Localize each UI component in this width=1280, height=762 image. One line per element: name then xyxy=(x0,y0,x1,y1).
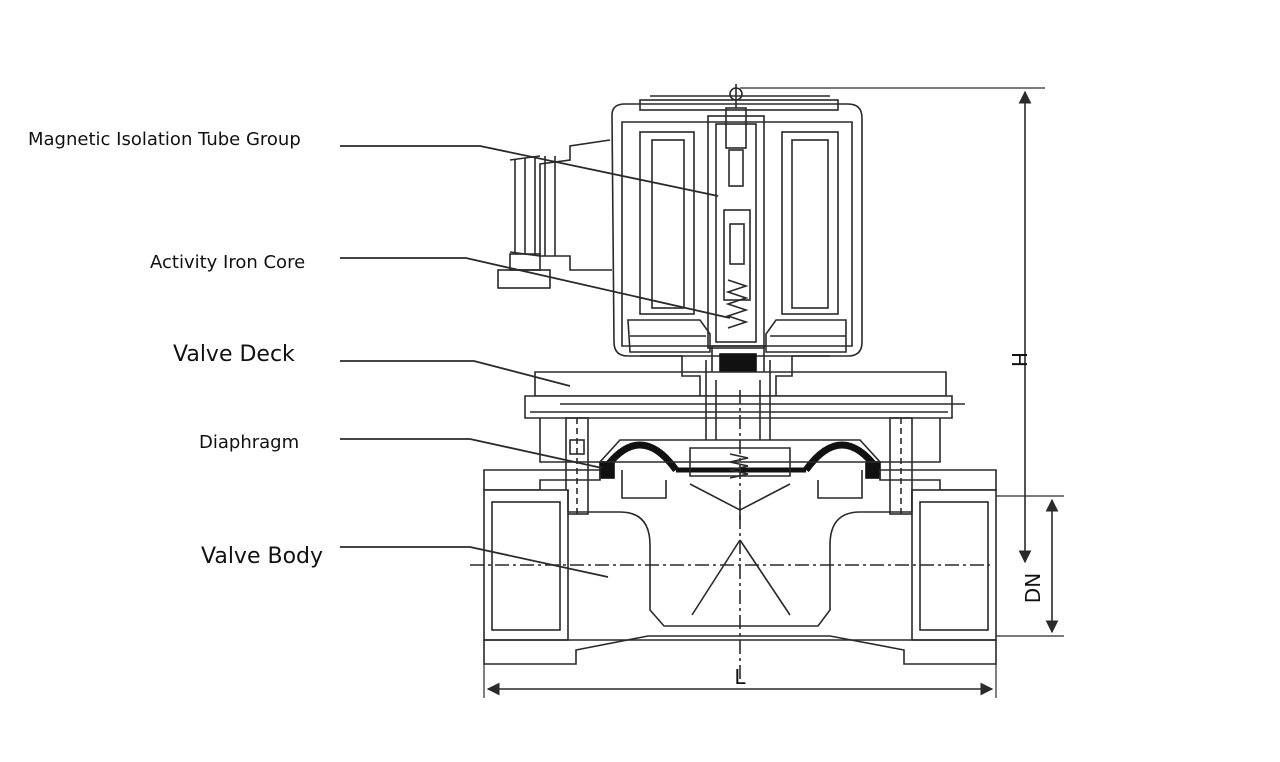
diaphragm-assembly xyxy=(598,439,882,499)
valve-body xyxy=(470,390,997,680)
dimension-lines xyxy=(483,87,1064,698)
leader-activity-iron-core xyxy=(340,257,731,319)
dimension-dn: DN xyxy=(1021,573,1045,603)
label-valve-deck: Valve Deck xyxy=(173,342,295,367)
label-magnetic-isolation-tube-group: Magnetic Isolation Tube Group xyxy=(28,129,301,150)
leader-valve-deck xyxy=(340,360,571,387)
coil-housing xyxy=(611,95,863,357)
connector-box xyxy=(497,139,612,289)
label-diaphragm: Diaphragm xyxy=(199,432,300,453)
valve-deck xyxy=(524,355,965,515)
label-activity-iron-core: Activity Iron Core xyxy=(150,252,306,273)
dimension-h: H xyxy=(1007,352,1031,367)
leader-diaphragm xyxy=(340,438,603,469)
dimension-l: L xyxy=(734,665,746,689)
label-valve-body: Valve Body xyxy=(201,544,324,569)
leader-valve-body xyxy=(340,546,609,578)
leader-magnetic-isolation-tube-group xyxy=(340,145,719,197)
leader-lines xyxy=(340,145,731,578)
